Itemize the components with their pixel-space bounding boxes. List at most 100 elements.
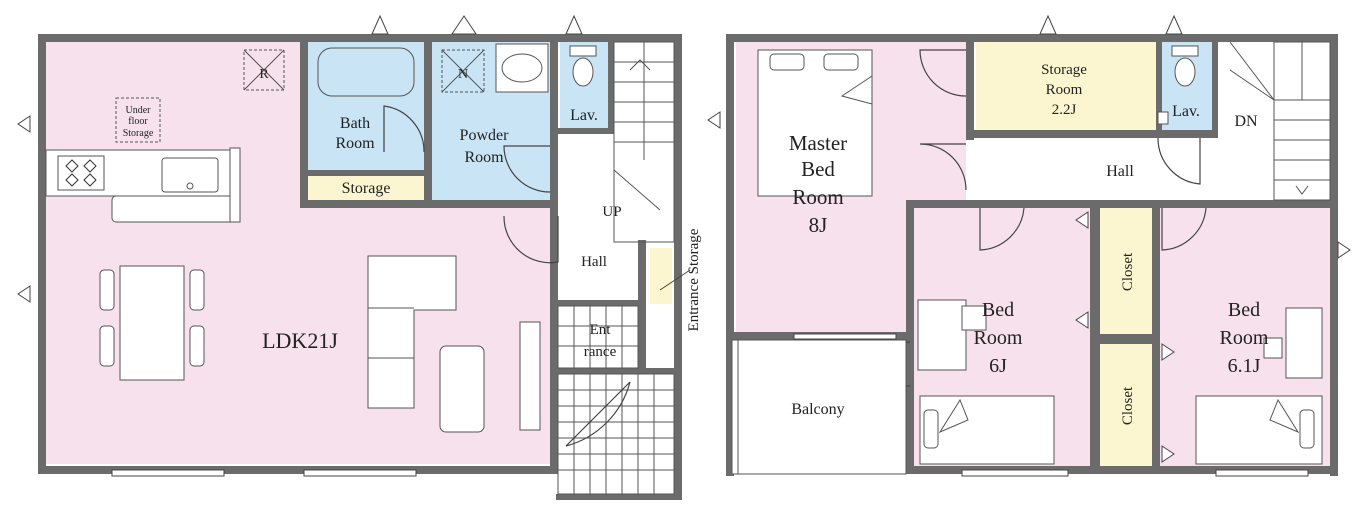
wall-closet-left — [1090, 208, 1100, 466]
wall-left-1 — [38, 34, 46, 474]
wall-bed6-left — [906, 200, 914, 474]
stairs-1 — [613, 41, 675, 243]
floor-1: LDK21J Bath Room Powder Room Lav. Storag… — [17, 14, 702, 500]
bed6-label-1: Bed — [982, 299, 1014, 321]
bath-door — [383, 105, 425, 153]
sofa — [367, 255, 541, 433]
toilet-icon — [569, 45, 597, 87]
powder-door — [503, 145, 551, 193]
up-label: UP — [602, 204, 621, 220]
wall-bath-bottom — [308, 170, 424, 176]
entrance-tiles — [557, 305, 675, 495]
closet-door-marks — [1075, 211, 1175, 463]
underfloor-label-2: floor — [128, 116, 148, 127]
wall-lav-right — [608, 42, 614, 134]
wall-storage-bottom-2 — [966, 130, 1216, 138]
master-label-2: Bed — [801, 157, 835, 181]
wall-top-1 — [38, 34, 682, 42]
dining-set — [99, 265, 205, 381]
balcony-rail — [731, 339, 739, 475]
storage-room-label-2: Room — [1046, 82, 1083, 98]
entrance-door-swing — [565, 381, 631, 447]
windows-2 — [793, 333, 1309, 477]
master-door-1 — [919, 49, 967, 97]
lav-door-2 — [1157, 137, 1201, 185]
wall-right-2 — [1330, 34, 1338, 476]
bed61-label-2: Room — [1220, 327, 1269, 349]
entrance-label-1: Ent — [590, 322, 612, 338]
balcony-area — [733, 339, 907, 475]
wall-lav-bottom — [558, 128, 612, 134]
lav-label-2: Lav. — [1172, 103, 1200, 120]
entrance-label-2: rance — [584, 344, 617, 360]
underfloor-label-1: Under — [126, 105, 152, 116]
lav-fill-1 — [560, 42, 610, 132]
bath-label-2: Room — [335, 135, 375, 152]
stairs-2 — [1229, 41, 1331, 201]
bed-6j — [917, 299, 1055, 465]
toilet-icon-2 — [1157, 45, 1199, 125]
wall-powder-right — [550, 42, 558, 208]
bed61-label-1: Bed — [1228, 299, 1260, 321]
entrance-storage-label: Entrance Storage — [686, 228, 702, 331]
hall-label-2: Hall — [1106, 163, 1134, 180]
bed6-label-3: 6J — [989, 355, 1007, 377]
windows-1 — [111, 469, 417, 477]
bed6-label-2: Room — [974, 327, 1023, 349]
storage-room-label-1: Storage — [1041, 62, 1087, 78]
storage-fill — [308, 176, 424, 200]
wall-hall-entrance — [556, 300, 646, 306]
bathtub — [317, 47, 415, 97]
wall-bath-powder — [424, 42, 432, 208]
sink-basin — [501, 53, 543, 83]
wall-bottom-1 — [38, 466, 558, 474]
hall-label-1: Hall — [581, 254, 607, 270]
bed61-label-3: 6.1J — [1228, 355, 1261, 377]
vent-r — [243, 49, 285, 91]
vent-arrows-2 — [707, 14, 1351, 259]
entrance-storage-leader — [659, 269, 691, 291]
wall-bath-left — [300, 42, 308, 208]
underfloor-storage-box — [115, 97, 161, 143]
entrance-storage-fill — [650, 248, 672, 304]
bed61-door — [1161, 207, 1207, 251]
storage-room-fill — [976, 42, 1156, 130]
wall-closet-mid — [1100, 334, 1152, 344]
master-label-1: Master — [789, 131, 847, 155]
bed6-door — [979, 207, 1025, 251]
bath-label-1: Bath — [340, 115, 370, 132]
wall-right-1 — [674, 34, 682, 498]
wall-hall-bottom — [906, 200, 1338, 208]
vent-r-label: R — [259, 67, 269, 82]
closet-bottom-fill — [1100, 344, 1152, 466]
powder-label-1: Powder — [460, 127, 510, 144]
entrance-door — [565, 381, 631, 447]
master-bed — [757, 49, 873, 197]
wall-lav-left-2 — [1156, 42, 1162, 138]
master-label-4: 8J — [809, 213, 828, 237]
balcony-label: Balcony — [791, 401, 844, 418]
hall-door — [503, 215, 559, 264]
kitchen-counter — [45, 147, 241, 223]
underfloor-label-3: Storage — [123, 128, 154, 139]
wall-lav-right-2 — [1212, 42, 1218, 138]
storage-room-label-3: 2.2J — [1052, 102, 1077, 118]
vent-arrows-1 — [17, 14, 583, 303]
lav-label-1: Lav. — [570, 107, 598, 124]
floor-2: Master Bed Room 8J Storage Room 2.2J Lav… — [707, 14, 1351, 477]
master-label-3: Room — [792, 185, 843, 209]
vent-n-label: N — [458, 67, 468, 82]
closet-bottom-label: Closet — [1120, 386, 1136, 425]
vent-n — [441, 49, 485, 93]
bed-61j — [1195, 307, 1323, 465]
wall-left-2 — [726, 34, 734, 476]
powder-label-2: Room — [464, 149, 504, 166]
lav-fill-2 — [1162, 42, 1212, 132]
wall-entrance-step — [556, 368, 676, 374]
ldk-label: LDK21J — [262, 328, 338, 353]
wall-top-2 — [726, 34, 1338, 42]
wall-ldk-hall — [550, 200, 558, 474]
storage-label: Storage — [342, 180, 391, 197]
closet-top-label: Closet — [1120, 252, 1136, 291]
